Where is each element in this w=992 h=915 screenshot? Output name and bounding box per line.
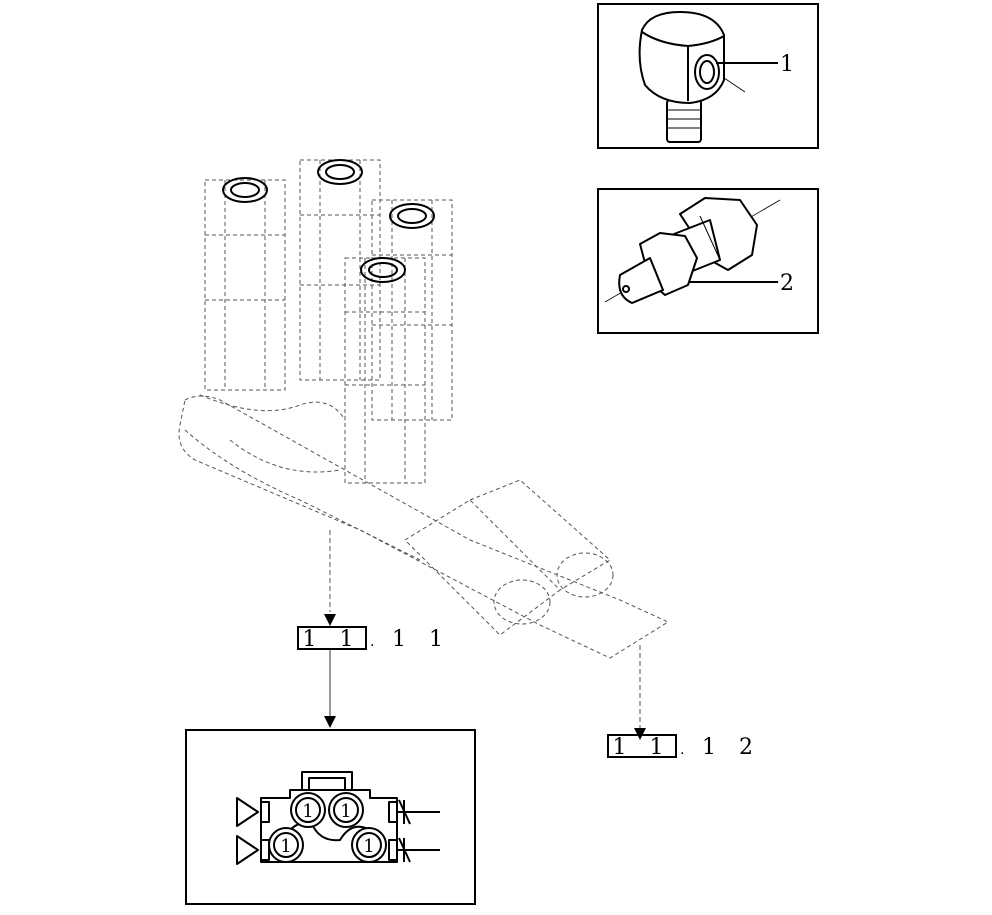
banjo-fitting-icon bbox=[638, 11, 746, 143]
reference-number: 1 1 bbox=[392, 627, 451, 652]
reference-11-12[interactable]: 1 1 . 1 2 bbox=[607, 734, 761, 760]
reference-box-text: 1 1 bbox=[303, 627, 362, 652]
schematic-box: 1 1 1 1 bbox=[185, 729, 476, 905]
manifold-block-icon bbox=[178, 159, 670, 659]
reference-number: 1 2 bbox=[702, 735, 761, 760]
reference-dot: . bbox=[680, 742, 684, 758]
callout-2: 2 bbox=[780, 271, 794, 296]
port-label: 1 bbox=[340, 801, 351, 822]
reference-box-text: 1 1 bbox=[613, 735, 672, 760]
leader-lines bbox=[329, 530, 641, 728]
arrow-down-icon bbox=[324, 614, 646, 740]
adapter-fitting-icon bbox=[604, 197, 781, 304]
port-label: 1 bbox=[363, 836, 374, 857]
manifold-schematic-icon bbox=[236, 771, 440, 865]
detail-box-2: 2 bbox=[597, 188, 819, 334]
detail-box-1: 1 bbox=[597, 3, 819, 149]
reference-11-11[interactable]: 1 1 . 1 1 bbox=[297, 626, 451, 652]
port-label: 1 bbox=[302, 801, 313, 822]
callout-1: 1 bbox=[780, 52, 794, 77]
port-label: 1 bbox=[280, 836, 291, 857]
port-opening-icon bbox=[222, 159, 435, 283]
reference-dot: . bbox=[370, 634, 374, 650]
